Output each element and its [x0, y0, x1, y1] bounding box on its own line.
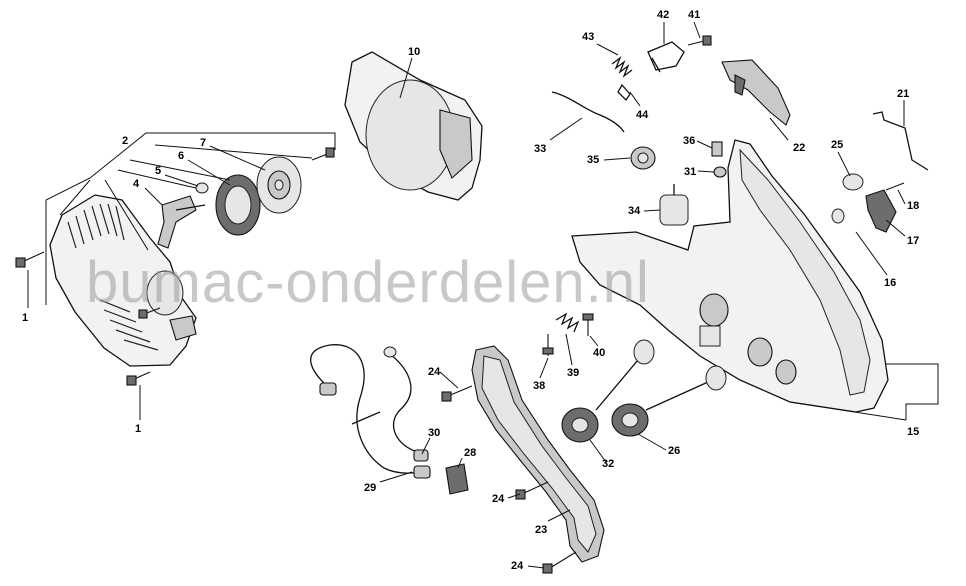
- spring-housing-part: [215, 174, 261, 236]
- callout-24c: 24: [511, 560, 524, 572]
- callout-40: 40: [593, 347, 605, 359]
- cap-part-25: [842, 173, 864, 191]
- callout-39: 39: [567, 367, 579, 379]
- pulley-screw-part: [311, 147, 335, 161]
- callout-17: 17: [907, 235, 919, 247]
- starter-handle-part: [157, 195, 206, 249]
- choke-rod-part: [872, 111, 929, 171]
- callout-15: 15: [907, 426, 919, 438]
- screw-part-41: [687, 35, 712, 46]
- callout-16: 16: [884, 277, 896, 289]
- fuel-cap-part: [561, 339, 655, 443]
- callout-7: 7: [200, 137, 206, 149]
- screw-part-40: [582, 313, 594, 336]
- stop-switch-part: [445, 463, 469, 495]
- callout-10: 10: [408, 46, 420, 58]
- callout-44: 44: [636, 109, 649, 121]
- callout-21: 21: [897, 88, 909, 100]
- spring-part-39: [555, 312, 580, 333]
- screw-part-1b: [126, 371, 151, 386]
- callout-6: 6: [178, 150, 184, 162]
- callout-41: 41: [688, 9, 700, 21]
- callout-26: 26: [668, 445, 680, 457]
- throttle-link-part: [647, 41, 685, 73]
- screw-part-24a: [441, 385, 473, 402]
- fuel-filter-part: [659, 184, 689, 226]
- callout-18: 18: [907, 200, 919, 212]
- valve-part-36: [711, 141, 723, 157]
- screw-part-1a: [15, 251, 45, 268]
- pin-part-18: [885, 182, 905, 191]
- callout-43: 43: [582, 31, 594, 43]
- rope-guide-part: [195, 182, 209, 194]
- tank-housing-part: [571, 139, 889, 413]
- screw-part-1c: [138, 307, 161, 319]
- oil-cap-part: [611, 365, 727, 437]
- callout-35: 35: [587, 154, 599, 166]
- starter-bracket-frame: [45, 132, 336, 305]
- ground-wire-part: [383, 346, 429, 462]
- callout-labels: 1 1 2 4 5 6 7 10 15 16 17 18 21 22 23 24…: [22, 9, 919, 572]
- screw-part-24b: [515, 481, 549, 500]
- callout-22: 22: [793, 142, 805, 154]
- callout-4: 4: [133, 178, 140, 190]
- valve-part-31: [713, 166, 727, 178]
- callout-33: 33: [534, 143, 546, 155]
- ignition-wire-part: [310, 344, 431, 479]
- fan-housing-part: [344, 51, 483, 201]
- spring-part: [611, 56, 633, 78]
- grommet-part: [630, 146, 656, 170]
- callout-36: 36: [683, 135, 695, 147]
- callout-2: 2: [122, 135, 128, 147]
- callout-34: 34: [628, 205, 641, 217]
- callout-38: 38: [533, 380, 545, 392]
- screw-part-38: [542, 334, 554, 356]
- screw-part-24c: [542, 551, 577, 574]
- starter-pulley-part: [256, 156, 302, 214]
- spring-clip-part: [617, 83, 631, 102]
- callout-24a: 24: [428, 366, 441, 378]
- callout-28: 28: [464, 447, 476, 459]
- callout-29: 29: [364, 482, 376, 494]
- air-hose-part: [551, 91, 625, 133]
- callout-25: 25: [831, 139, 843, 151]
- starter-cover-part: [49, 194, 197, 367]
- throttle-trigger-part: [721, 59, 791, 126]
- bushing-part-16: [831, 208, 845, 224]
- handle-guard-part: [471, 345, 605, 563]
- callout-32: 32: [602, 458, 614, 470]
- callout-1a: 1: [22, 312, 28, 324]
- callout-31: 31: [684, 166, 696, 178]
- callout-5: 5: [155, 165, 161, 177]
- callout-30: 30: [428, 427, 440, 439]
- callout-1b: 1: [135, 423, 141, 435]
- callout-23: 23: [535, 524, 547, 536]
- trigger-lock-part: [865, 189, 897, 233]
- callout-42: 42: [657, 9, 669, 21]
- watermark-text: bumac-onderdelen.nl: [86, 250, 650, 315]
- callout-24b: 24: [492, 493, 505, 505]
